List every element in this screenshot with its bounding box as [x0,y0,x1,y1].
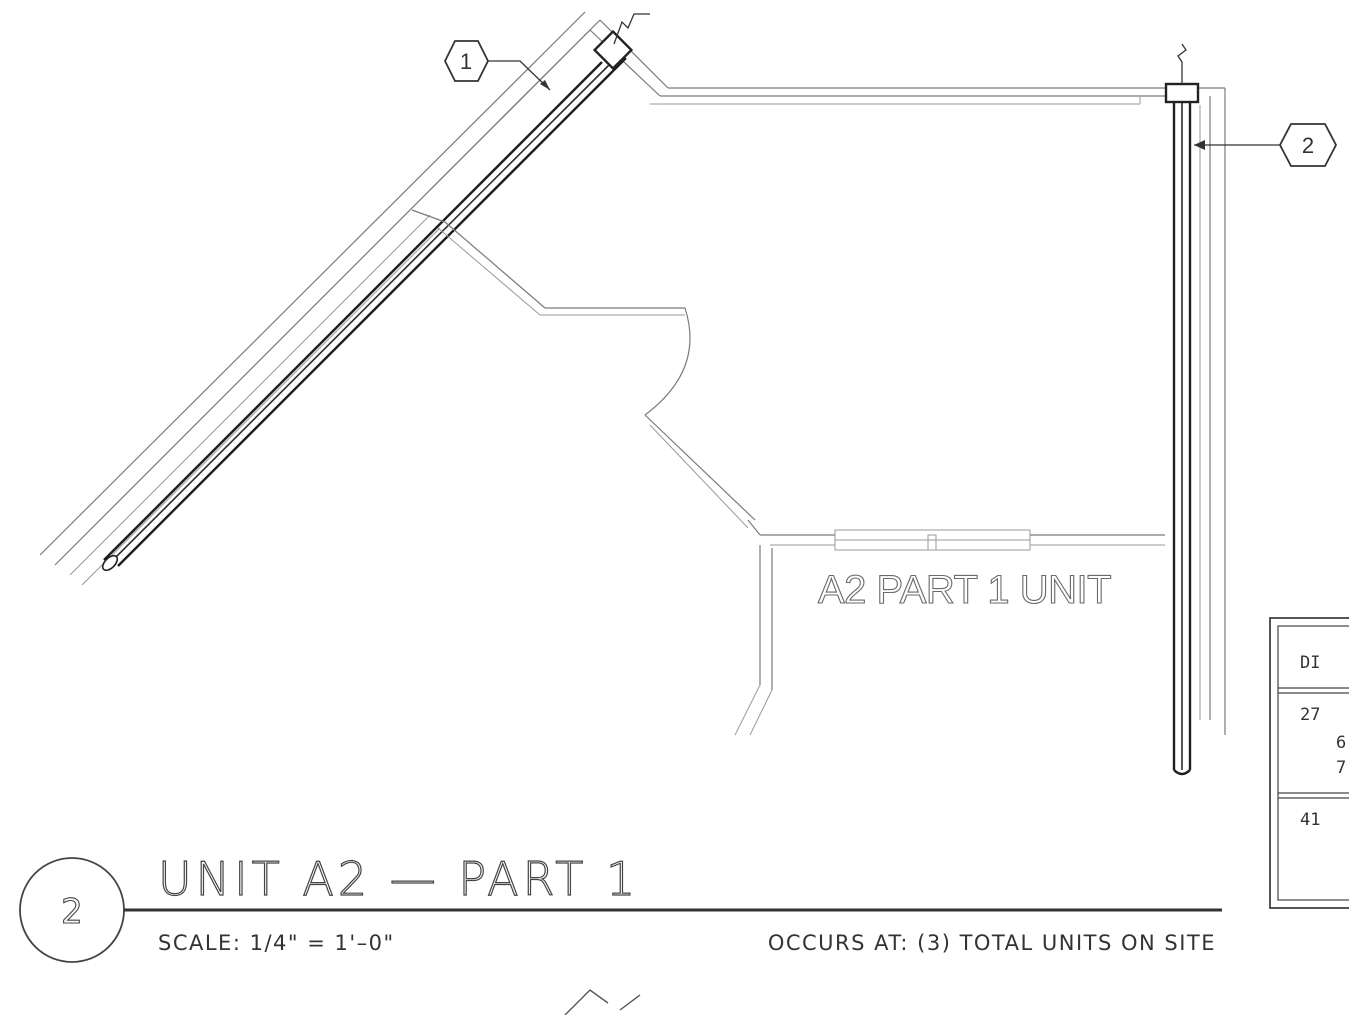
tag-2-label: 2 [1302,133,1314,158]
schedule-row-2: 6 [1336,733,1346,753]
top-wall [650,87,1225,105]
occurs-at-note: OCCURS AT: (3) TOTAL UNITS ON SITE [768,931,1216,955]
diagonal-exterior-wall [39,11,669,586]
schedule-total: 41 [1300,810,1320,830]
keynote-tag-2[interactable]: 2 [1194,123,1338,167]
schedule-row-3: 7 [1336,758,1346,778]
schedule-table-fragment: DI 27 6 7 41 [1269,617,1349,909]
tag-1-label: 1 [460,49,472,74]
keynote-tag-1[interactable]: 1 [443,40,551,91]
right-wall [1199,88,1226,735]
partial-keynote-tag [564,989,641,1015]
vertical-pipe-2 [1164,43,1200,776]
schedule-row-1: 27 [1300,705,1320,725]
detail-number: 2 [61,892,83,932]
drawing-title-block: 2 UNIT A2 — PART 1 SCALE: 1/4" = 1'–0" O… [19,851,1222,963]
schedule-header: DI [1300,653,1320,673]
interior-partitions [411,209,1165,736]
drawing-scale: SCALE: 1/4" = 1'–0" [158,931,395,955]
diagonal-pipe-1 [101,13,650,572]
drawing-title: UNIT A2 — PART 1 [158,852,639,906]
room-label: A2 PART 1 UNIT [818,568,1111,612]
